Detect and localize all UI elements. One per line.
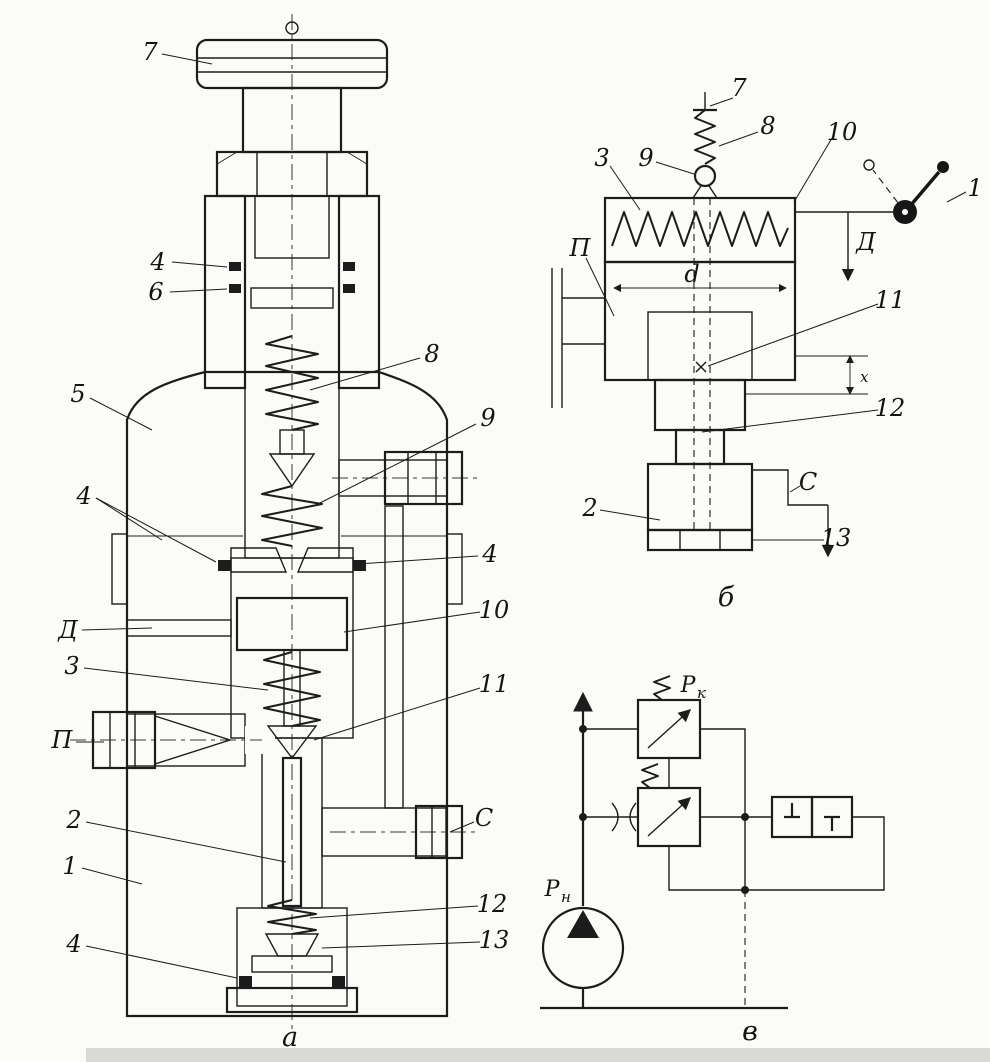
seal-flange-right <box>353 560 366 571</box>
seal-ring-left <box>229 262 241 271</box>
label-4-flange-right: 4 <box>481 540 497 568</box>
pilot-spring-symbol <box>694 109 716 165</box>
stem-tip <box>285 21 299 35</box>
main-spring-symbol <box>611 211 789 247</box>
label-4-seal-top: 4 <box>149 248 165 276</box>
label-b-3: 3 <box>594 144 609 172</box>
seat-right <box>296 547 354 573</box>
label-pn: Р <box>544 877 561 902</box>
lower-seat <box>251 955 333 973</box>
label-p-port: П <box>51 726 74 754</box>
label-pk: Р <box>680 673 697 698</box>
bottom-ui-strip <box>86 1048 990 1062</box>
internal-cavities <box>126 371 448 1007</box>
label-1: 1 <box>62 852 77 880</box>
backup-ring-left <box>229 284 241 293</box>
backup-ring-right <box>343 284 355 293</box>
label-d-drain: Д <box>57 616 78 644</box>
label-2: 2 <box>65 806 81 834</box>
label-b-10: 10 <box>827 118 858 146</box>
cross-mark-2 <box>695 361 707 373</box>
pilot-poppet <box>268 453 316 488</box>
label-c-port: C <box>475 804 493 832</box>
ball-seat <box>692 185 702 199</box>
label-7-handwheel: 7 <box>142 38 158 66</box>
port-c-plug <box>330 804 480 860</box>
valve-body <box>125 370 449 1018</box>
seal-bottom-left <box>239 976 252 987</box>
flange-lip-left <box>111 533 128 605</box>
figure-b-schematic: 7 8 9 3 10 П d Д 11 12 2 C 13 1 x б <box>551 74 983 613</box>
label-10: 10 <box>479 596 510 624</box>
label-pn-sub: н <box>561 888 571 906</box>
label-13: 13 <box>479 926 510 954</box>
hand-lever <box>795 159 949 224</box>
drain-passage-d <box>126 619 232 637</box>
port-c-line <box>752 469 828 506</box>
figure-b-caption: б <box>718 582 735 613</box>
flange-lip-right <box>446 533 463 605</box>
figure-v-caption: в <box>742 1016 758 1047</box>
label-b-11: 11 <box>875 286 906 314</box>
pilot-spring-8 <box>265 335 319 431</box>
label-pk-sub: к <box>697 684 706 702</box>
label-b-c: C <box>799 468 817 496</box>
figure-a-leaders <box>76 53 481 979</box>
figure-a-valve-cross-section: 7 4 6 8 9 5 4 Д 3 П 2 1 4 4 10 11 C 12 1… <box>51 14 510 1053</box>
label-4-flange-left: 4 <box>75 482 91 510</box>
adjusting-screw <box>254 195 330 259</box>
label-8: 8 <box>424 340 439 368</box>
seal-ring-right <box>343 262 355 271</box>
label-5: 5 <box>70 380 85 408</box>
label-12: 12 <box>477 890 508 918</box>
seal-bottom-right <box>332 976 345 987</box>
label-b-8: 8 <box>760 112 775 140</box>
pilot-ball <box>693 164 717 188</box>
label-b-p: П <box>569 234 592 262</box>
label-b-12: 12 <box>875 394 906 422</box>
label-3: 3 <box>64 652 79 680</box>
seal-flange-left <box>218 560 231 571</box>
label-b-1: 1 <box>967 174 982 202</box>
figure-b-leaders <box>585 97 967 541</box>
port-p-plug <box>70 710 262 770</box>
figure-a-caption: а <box>282 1022 298 1053</box>
label-b-2: 2 <box>581 494 597 522</box>
label-b-13: 13 <box>821 524 852 552</box>
lower-spring-12 <box>267 899 317 935</box>
wall-symbol <box>551 268 605 408</box>
main-poppet-11 <box>266 725 318 760</box>
label-b-x: x <box>860 368 869 386</box>
main-spring-3 <box>263 651 321 727</box>
bonnet <box>203 194 381 390</box>
spring-seat <box>250 287 334 309</box>
bottom-plug <box>225 986 359 1014</box>
label-b-9: 9 <box>638 144 653 172</box>
label-9: 9 <box>480 404 495 432</box>
label-b-d: d <box>684 260 699 288</box>
lower-stem-2 <box>281 756 303 908</box>
side-fitting <box>332 450 478 506</box>
drain-channel <box>384 505 404 809</box>
circuit-lines <box>579 725 885 1008</box>
ball-seat-2 <box>708 185 718 199</box>
label-6: 6 <box>148 278 163 306</box>
ball-spring-9 <box>261 485 323 547</box>
label-4-bottom: 4 <box>65 930 81 958</box>
label-b-7: 7 <box>731 74 747 102</box>
label-b-drain: Д <box>855 228 876 256</box>
label-11: 11 <box>479 670 510 698</box>
figure-v-hydraulic-circuit: Р к Р н в <box>540 673 885 1047</box>
